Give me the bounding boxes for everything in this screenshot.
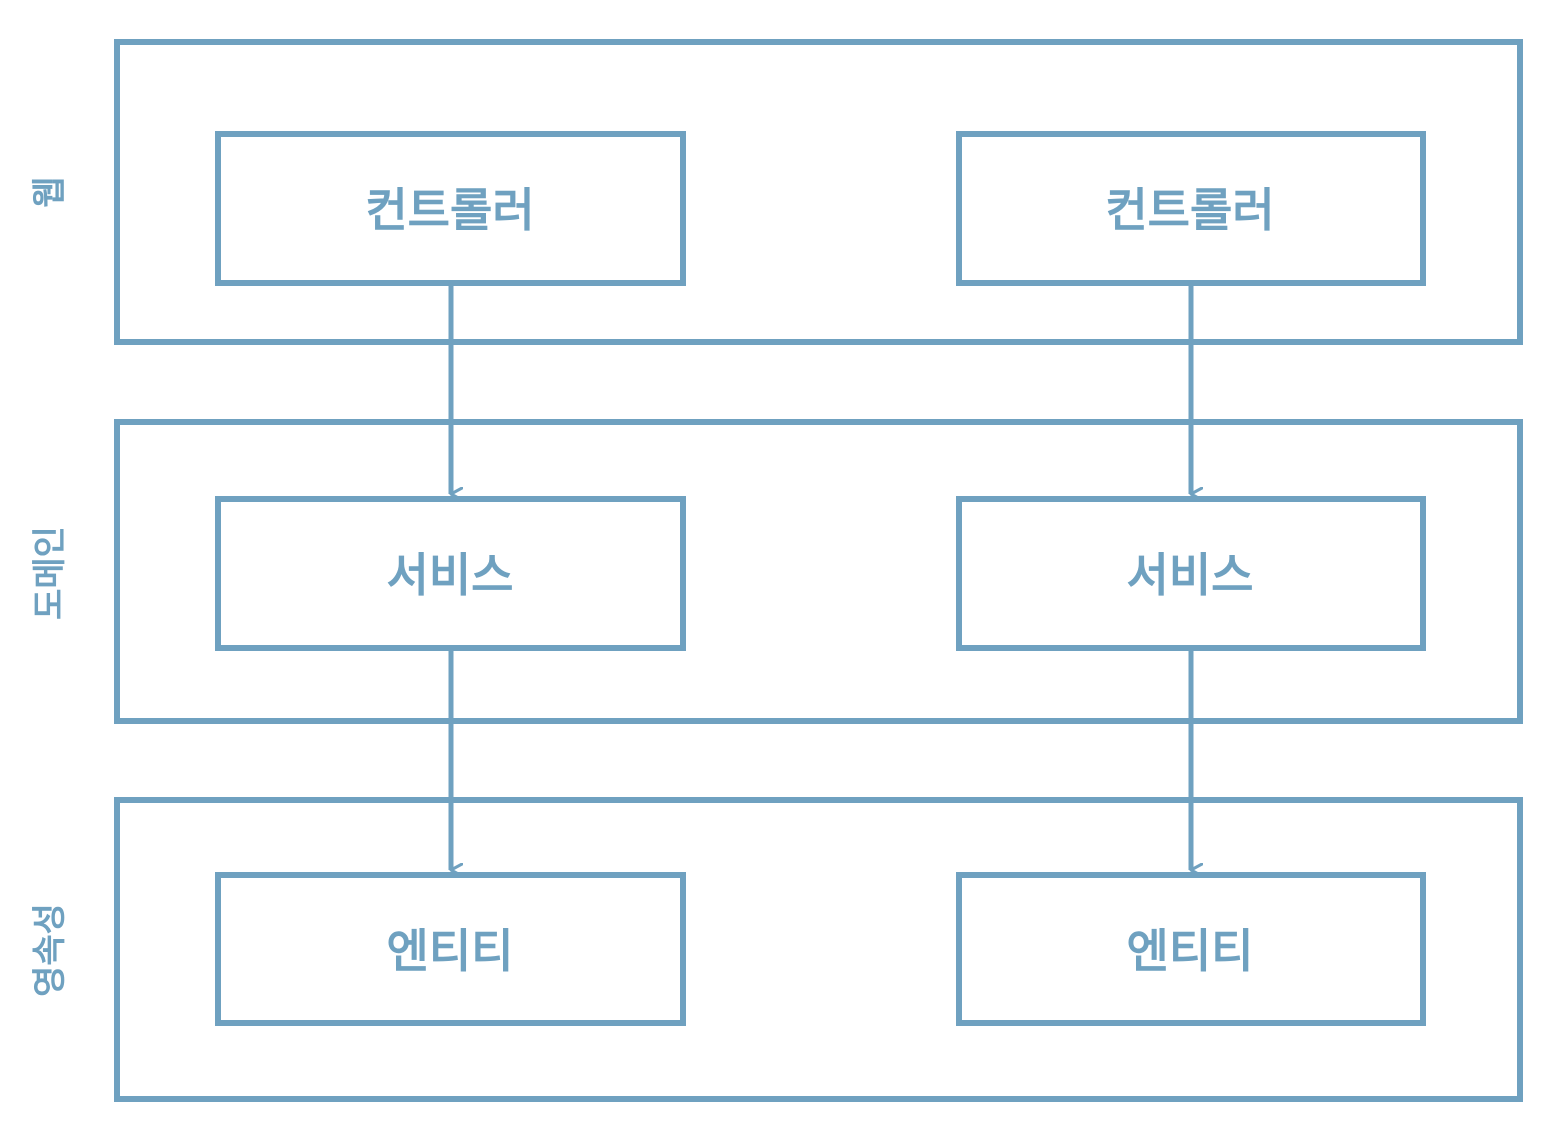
service-box-left: 서비스: [215, 496, 686, 651]
domain-layer-frame: [114, 419, 1523, 724]
service-label-left: 서비스: [387, 548, 514, 602]
controller-label-left: 컨트롤러: [365, 183, 534, 237]
entity-label-right: 엔티티: [1127, 924, 1254, 978]
entity-box-left: 엔티티: [215, 872, 686, 1026]
domain-layer-label: 도메인: [30, 526, 70, 620]
controller-box-left: 컨트롤러: [215, 131, 686, 286]
web-layer-label: 웹: [30, 176, 70, 207]
persistence-layer-frame: [114, 797, 1523, 1102]
controller-box-right: 컨트롤러: [956, 131, 1426, 286]
entity-label-left: 엔티티: [387, 924, 514, 978]
service-label-right: 서비스: [1127, 548, 1254, 602]
persistence-layer-label: 영속성: [30, 903, 70, 997]
service-box-right: 서비스: [956, 496, 1426, 651]
entity-box-right: 엔티티: [956, 872, 1426, 1026]
web-layer-frame: [114, 39, 1523, 345]
controller-label-right: 컨트롤러: [1105, 183, 1274, 237]
